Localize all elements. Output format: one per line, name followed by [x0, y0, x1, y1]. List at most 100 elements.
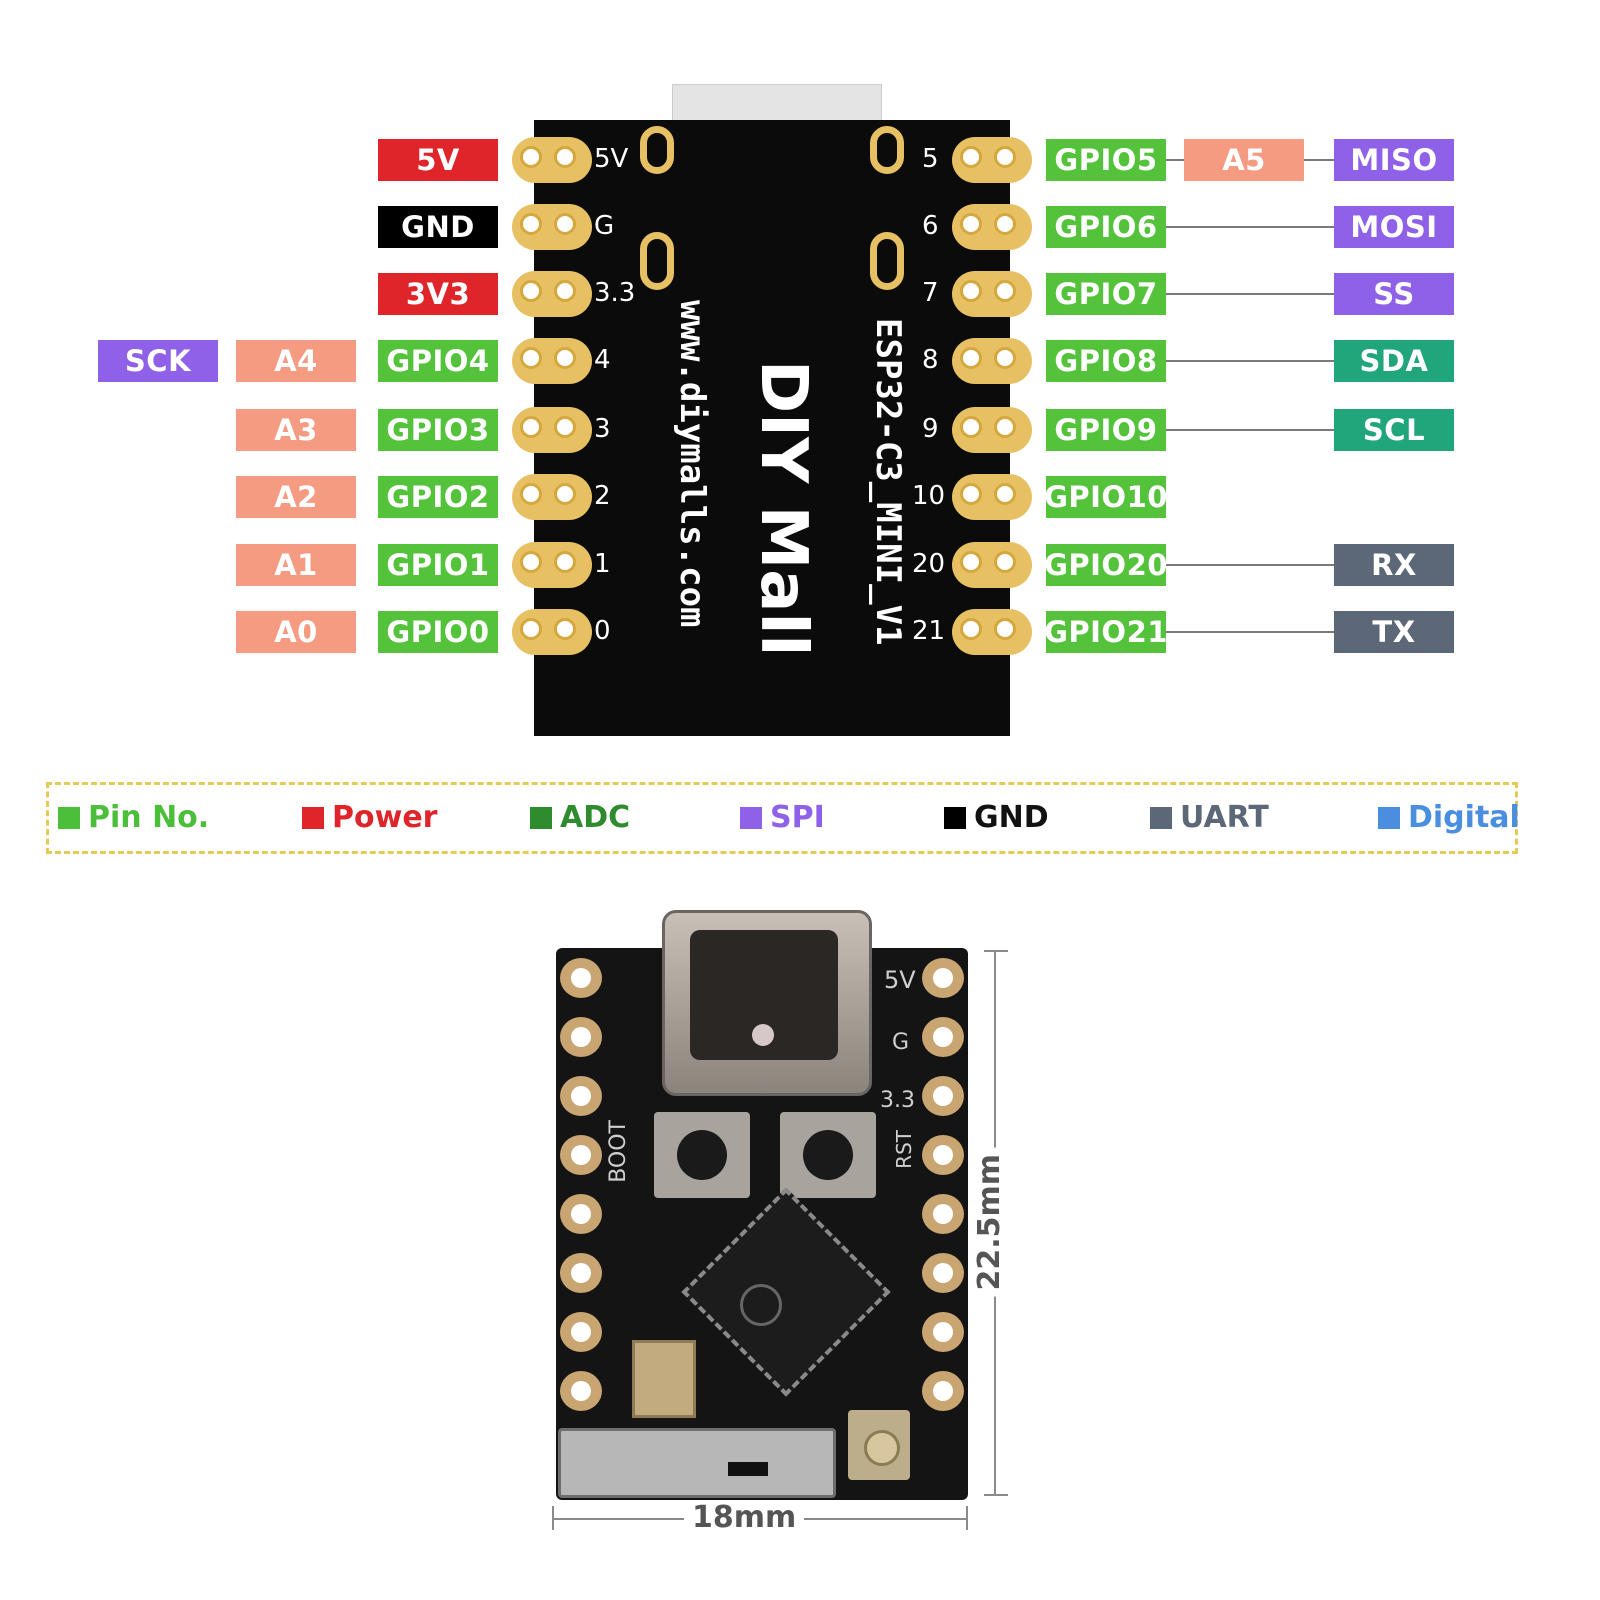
left-pin-tag-a0: A0	[236, 611, 356, 653]
pin-hole	[520, 551, 542, 573]
board-model-text: ESP32-C3_MINI_V1	[868, 318, 908, 646]
pin-hole	[994, 416, 1016, 438]
legend-swatch	[530, 806, 552, 829]
pin-hole	[520, 347, 542, 369]
left-pin-tag-gpio0: GPIO0	[378, 611, 498, 653]
pin-hole	[960, 483, 982, 505]
pin-hole	[994, 347, 1016, 369]
castellated-hole	[571, 1204, 591, 1224]
header-pad	[952, 137, 1032, 183]
right-pin-tag-gpio21: GPIO21	[1044, 611, 1167, 653]
pin-hole	[960, 551, 982, 573]
left-pin-number: 0	[594, 616, 611, 646]
castellated-pad	[560, 1076, 602, 1116]
left-pin-number: 3.3	[594, 278, 636, 308]
width-dim-tick-left	[552, 1506, 554, 1530]
boot-button-cap	[677, 1130, 727, 1180]
castellated-pad	[560, 1017, 602, 1057]
castellated-pad	[922, 1194, 964, 1234]
legend-item-spi: SPI	[740, 800, 825, 835]
left-pin-tag-5v: 5V	[378, 139, 498, 181]
pin-hole	[520, 618, 542, 640]
pin-hole	[554, 146, 576, 168]
legend-swatch	[1150, 806, 1172, 829]
castellated-hole	[571, 1263, 591, 1283]
header-pad	[512, 271, 592, 317]
castellated-pad	[922, 958, 964, 998]
silk-g: G	[892, 1030, 910, 1055]
header-pad	[512, 204, 592, 250]
castellated-hole	[571, 968, 591, 988]
legend-item-adc: ADC	[530, 800, 630, 835]
right-pin-number: 20	[912, 549, 946, 579]
header-pad	[512, 338, 592, 384]
right-pin-number: 9	[922, 414, 939, 444]
left-pin-number: 1	[594, 549, 611, 579]
pin-hole	[554, 483, 576, 505]
header-pad	[512, 609, 592, 655]
legend-item-uart: UART	[1150, 800, 1269, 835]
castellated-hole	[933, 968, 953, 988]
right-pin-tag-ss: SS	[1334, 273, 1454, 315]
height-dimension-label: 22.5mm	[972, 1148, 1007, 1297]
castellated-hole	[933, 1204, 953, 1224]
castellated-hole	[571, 1027, 591, 1047]
pin-hole	[520, 280, 542, 302]
reset-button-cap	[803, 1130, 853, 1180]
pin-hole	[554, 618, 576, 640]
left-pin-number: 4	[594, 345, 611, 375]
castellated-pad	[922, 1135, 964, 1175]
right-pin-tag-tx: TX	[1334, 611, 1454, 653]
legend-item-gnd: GND	[944, 800, 1049, 835]
castellated-hole	[933, 1322, 953, 1342]
castellated-pad	[922, 1253, 964, 1293]
castellated-pad	[560, 1371, 602, 1411]
header-pad	[952, 271, 1032, 317]
right-pin-tag-gpio20: GPIO20	[1044, 544, 1167, 586]
pin-hole	[520, 416, 542, 438]
legend-swatch	[1378, 806, 1400, 829]
left-pin-tag-gpio2: GPIO2	[378, 476, 498, 518]
castellated-hole	[571, 1381, 591, 1401]
pin-hole	[554, 213, 576, 235]
leader-line	[1166, 564, 1334, 566]
castellated-pad	[560, 1312, 602, 1352]
castellated-hole	[933, 1145, 953, 1165]
legend-box	[46, 782, 1518, 854]
height-dim-tick-bottom	[984, 1494, 1008, 1496]
left-pin-tag-sck: SCK	[98, 340, 218, 382]
right-pin-number: 21	[912, 616, 946, 646]
oval-slot	[870, 232, 904, 290]
ufl-center	[864, 1430, 900, 1466]
header-pad	[952, 474, 1032, 520]
left-pin-number: 2	[594, 481, 611, 511]
pin-hole	[960, 416, 982, 438]
legend-item-power: Power	[302, 800, 437, 835]
legend-label: UART	[1180, 800, 1269, 835]
left-pin-tag-gpio4: GPIO4	[378, 340, 498, 382]
left-pin-tag-a2: A2	[236, 476, 356, 518]
pin-hole	[994, 280, 1016, 302]
right-pin-tag-gpio6: GPIO6	[1046, 206, 1166, 248]
legend-item-digital: Digital	[1378, 800, 1520, 835]
castellated-hole	[571, 1145, 591, 1165]
header-pad	[512, 407, 592, 453]
right-pin-number: 10	[912, 481, 946, 511]
board-back	[534, 120, 1010, 736]
legend-label: ADC	[560, 800, 631, 835]
header-pad	[952, 338, 1032, 384]
right-pin-tag-mosi: MOSI	[1334, 206, 1454, 248]
left-pin-number: 3	[594, 414, 611, 444]
oval-slot	[870, 126, 904, 174]
right-pin-tag-sda: SDA	[1334, 340, 1454, 382]
right-pin-tag-gpio10: GPIO10	[1044, 476, 1167, 518]
legend-swatch	[740, 806, 762, 829]
pin-hole	[960, 347, 982, 369]
legend-label: GND	[974, 800, 1049, 835]
castellated-hole	[933, 1027, 953, 1047]
header-pad	[952, 542, 1032, 588]
right-pin-tag-a5: A5	[1184, 139, 1304, 181]
oval-slot	[640, 232, 674, 290]
castellated-hole	[571, 1086, 591, 1106]
pin-hole	[960, 280, 982, 302]
